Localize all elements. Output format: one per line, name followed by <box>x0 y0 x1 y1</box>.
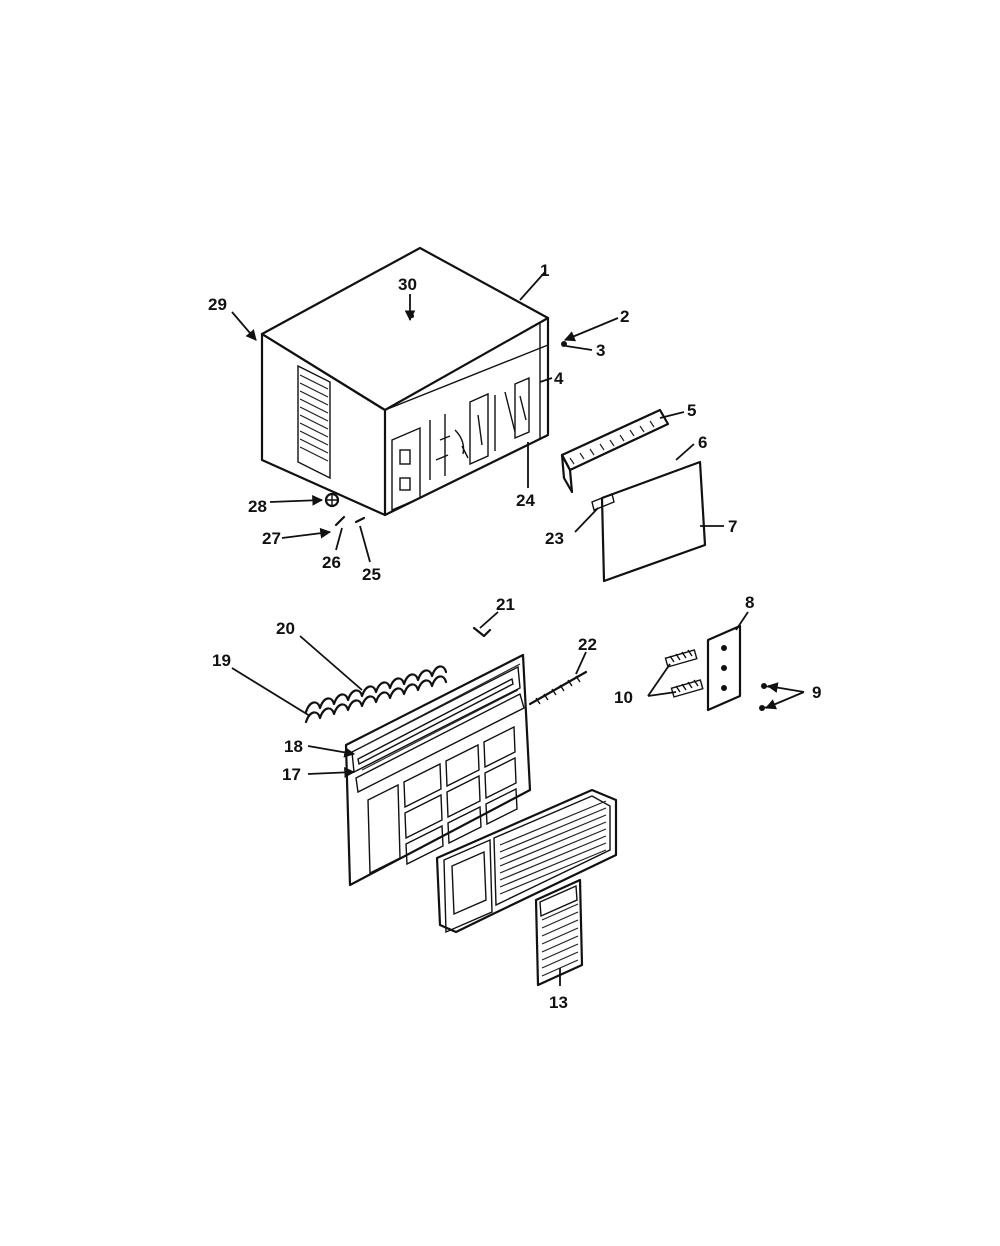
label-part-8: 8 <box>745 593 754 612</box>
side-panel <box>600 460 707 583</box>
label-part-4: 4 <box>554 369 564 388</box>
label-part-13: 13 <box>549 993 568 1012</box>
label-part-17: 17 <box>282 765 301 784</box>
label-part-3: 3 <box>596 341 605 360</box>
label-part-5: 5 <box>687 401 696 420</box>
slide-rod <box>528 670 588 706</box>
label-part-21: 21 <box>496 595 515 614</box>
label-part-6: 6 <box>698 433 707 452</box>
tape-label <box>591 493 615 511</box>
part-labels: 1 2 3 4 5 6 7 8 9 10 13 17 18 19 20 21 2… <box>208 261 821 1012</box>
label-part-2: 2 <box>620 307 629 326</box>
small-hardware <box>324 314 567 638</box>
label-part-20: 20 <box>276 619 295 638</box>
label-part-22: 22 <box>578 635 597 654</box>
label-part-24: 24 <box>516 491 535 510</box>
leader-lines <box>231 271 805 986</box>
label-part-28: 28 <box>248 497 267 516</box>
spring-pair <box>664 649 704 698</box>
label-part-1: 1 <box>540 261 549 280</box>
label-part-26: 26 <box>322 553 341 572</box>
front-panel <box>344 653 532 887</box>
label-part-7: 7 <box>728 517 737 536</box>
rear-grille <box>560 408 670 494</box>
label-part-9: 9 <box>812 683 821 702</box>
label-part-29: 29 <box>208 295 227 314</box>
front-panel-grid <box>367 725 518 875</box>
side-louver-grille <box>297 364 331 480</box>
mounting-bracket <box>706 624 742 712</box>
label-part-19: 19 <box>212 651 231 670</box>
label-part-10: 10 <box>614 688 633 707</box>
label-part-23: 23 <box>545 529 564 548</box>
chassis-internals <box>391 376 530 512</box>
cabinet <box>260 246 550 517</box>
filter <box>534 878 584 987</box>
label-part-30: 30 <box>398 275 417 294</box>
label-part-18: 18 <box>284 737 303 756</box>
filter-frame <box>435 788 618 934</box>
louver-assembly <box>304 665 448 724</box>
label-part-25: 25 <box>362 565 381 584</box>
label-part-27: 27 <box>262 529 281 548</box>
